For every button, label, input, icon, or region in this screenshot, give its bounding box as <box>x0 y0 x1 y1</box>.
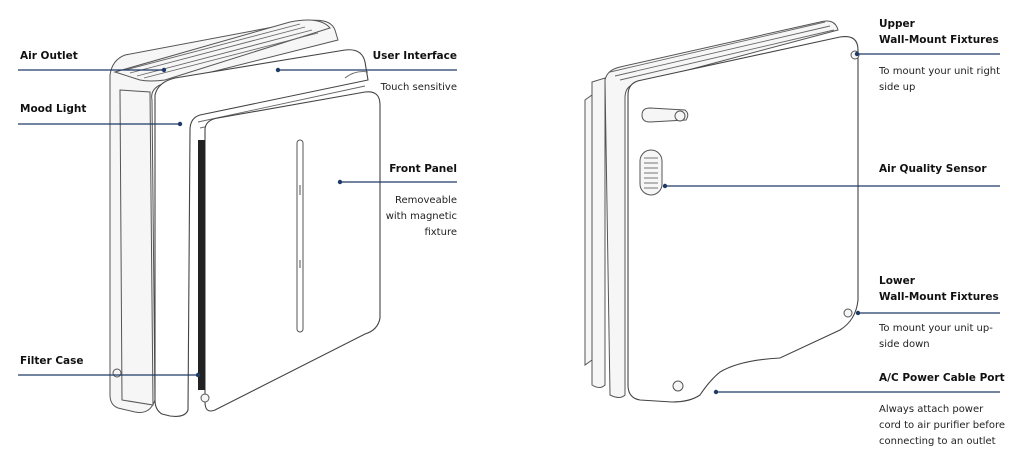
desc-upper-fixtures: To mount your unit right side up <box>879 64 1000 96</box>
label-lower-fixtures: Lower Wall-Mount Fixtures <box>879 273 999 305</box>
desc-power-port: Always attach power cord to air purifier… <box>879 402 1005 450</box>
desc-power-port-line: cord to air purifier before <box>879 420 1005 431</box>
front-device-illustration <box>109 19 381 417</box>
desc-upper-fixtures-line: side up <box>879 82 916 93</box>
label-lower-fixtures-line: Wall-Mount Fixtures <box>879 291 999 303</box>
label-air-outlet: Air Outlet <box>20 50 78 62</box>
desc-upper-fixtures-line: To mount your unit right <box>879 66 1001 77</box>
desc-power-port-line: connecting to an outlet <box>879 436 996 447</box>
label-user-interface: User Interface <box>372 50 457 62</box>
label-power-port: A/C Power Cable Port <box>879 372 1005 384</box>
desc-lower-fixtures-line: To mount your unit up- <box>879 323 993 334</box>
label-front-panel: Front Panel <box>389 163 457 175</box>
desc-front-panel-line: with magnetic <box>385 211 457 222</box>
label-air-quality-sensor: Air Quality Sensor <box>879 163 987 175</box>
label-upper-fixtures: Upper Wall-Mount Fixtures <box>879 16 999 48</box>
desc-lower-fixtures-line: side down <box>879 339 930 350</box>
label-upper-fixtures-line: Wall-Mount Fixtures <box>879 34 999 46</box>
desc-lower-fixtures: To mount your unit up- side down <box>879 321 993 353</box>
label-filter-case: Filter Case <box>20 355 84 367</box>
label-mood-light: Mood Light <box>20 103 87 115</box>
desc-front-panel: Removeable with magnetic fixture <box>357 193 457 241</box>
desc-power-port-line: Always attach power <box>879 404 984 415</box>
desc-user-interface: Touch sensitive <box>380 82 457 93</box>
label-upper-fixtures-line: Upper <box>879 18 915 30</box>
desc-front-panel-line: Removeable <box>395 195 457 206</box>
desc-front-panel-line: fixture <box>424 227 457 238</box>
leader-lines <box>18 51 1000 395</box>
label-lower-fixtures-line: Lower <box>879 275 915 287</box>
back-device-illustration <box>584 20 860 403</box>
